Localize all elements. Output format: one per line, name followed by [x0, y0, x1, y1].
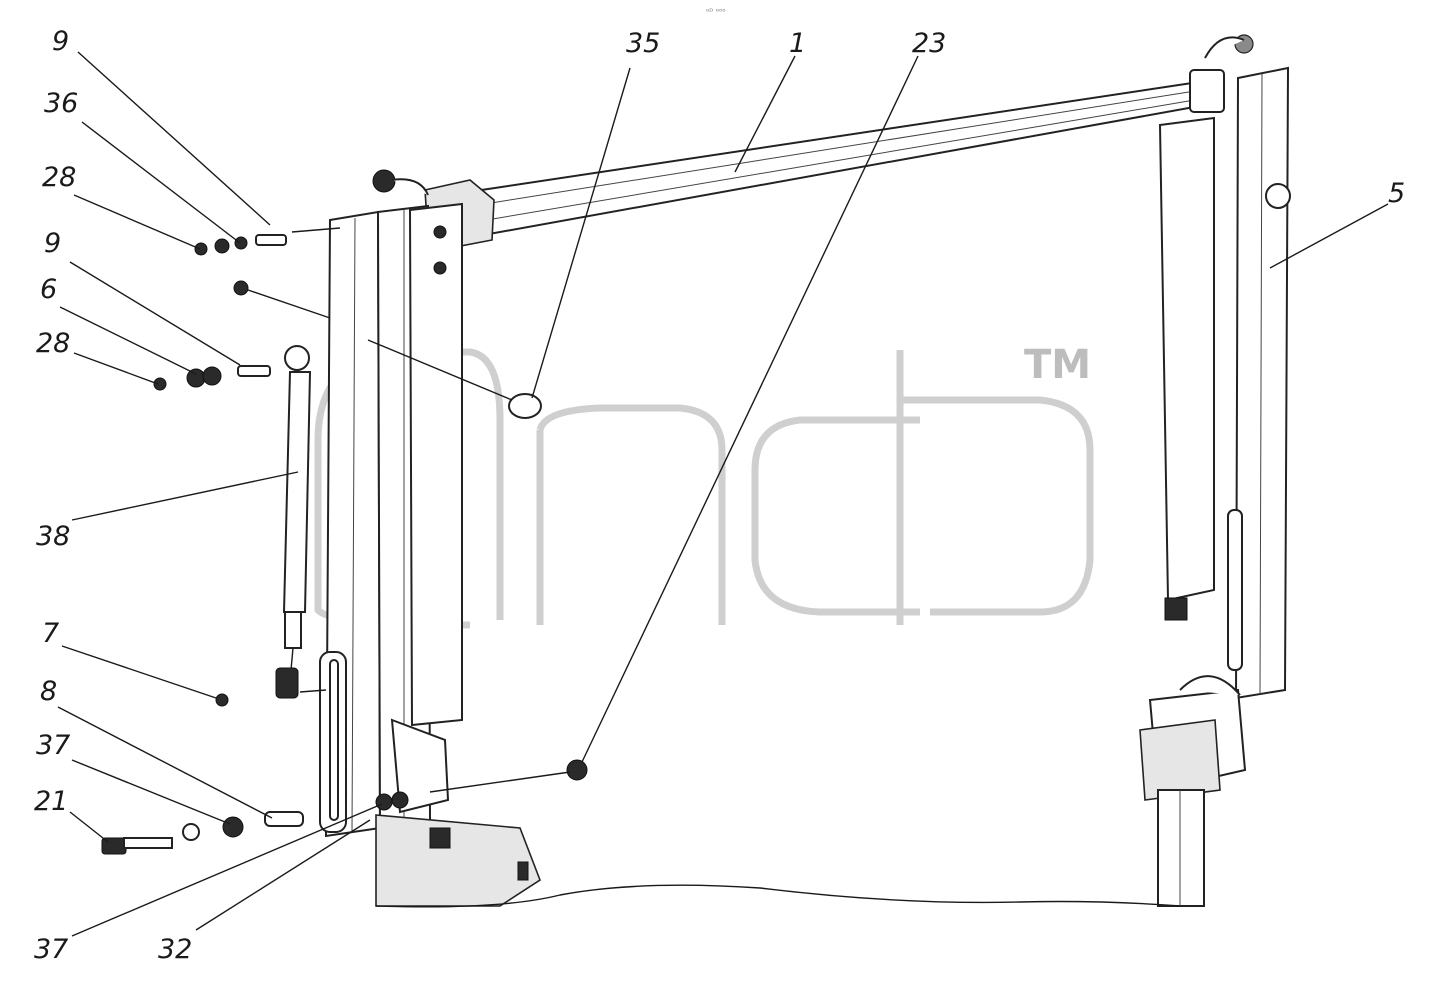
hardware: [101, 225, 588, 855]
callout-21: 21: [34, 786, 68, 817]
right-post: [1139, 66, 1291, 907]
leader-lines: [57, 51, 1389, 937]
callout-1: 1: [789, 28, 806, 59]
callout-37-lower: 37: [34, 934, 68, 965]
callout-9-top: 9: [52, 26, 69, 57]
callout-5: 5: [1388, 178, 1405, 209]
callout-8: 8: [40, 676, 57, 707]
callout-7: 7: [42, 618, 59, 649]
callout-28-top: 28: [42, 162, 76, 193]
gas-strut: [275, 345, 312, 699]
callout-6: 6: [40, 274, 57, 305]
callout-37-upper: 37: [36, 730, 70, 761]
watermark-tm: TM: [1024, 342, 1091, 388]
left-post: [319, 202, 541, 907]
callout-35: 35: [626, 28, 660, 59]
callout-9-mid: 9: [44, 228, 61, 259]
callout-38: 38: [36, 521, 70, 552]
callout-32: 32: [158, 934, 192, 965]
callout-36: 36: [44, 88, 78, 119]
crossbar: [372, 34, 1254, 249]
callouts: 9 36 28 9 6 28 38 7 8 37 21 37 32 35 1 2…: [34, 26, 1405, 965]
callout-23: 23: [912, 28, 946, 59]
callout-28-mid: 28: [36, 328, 70, 359]
watermark-logo: TM: [314, 342, 1094, 629]
header-mark: ᵒᴰ ᵒᵒᵒ: [706, 7, 726, 16]
cut-line: [375, 884, 1181, 908]
